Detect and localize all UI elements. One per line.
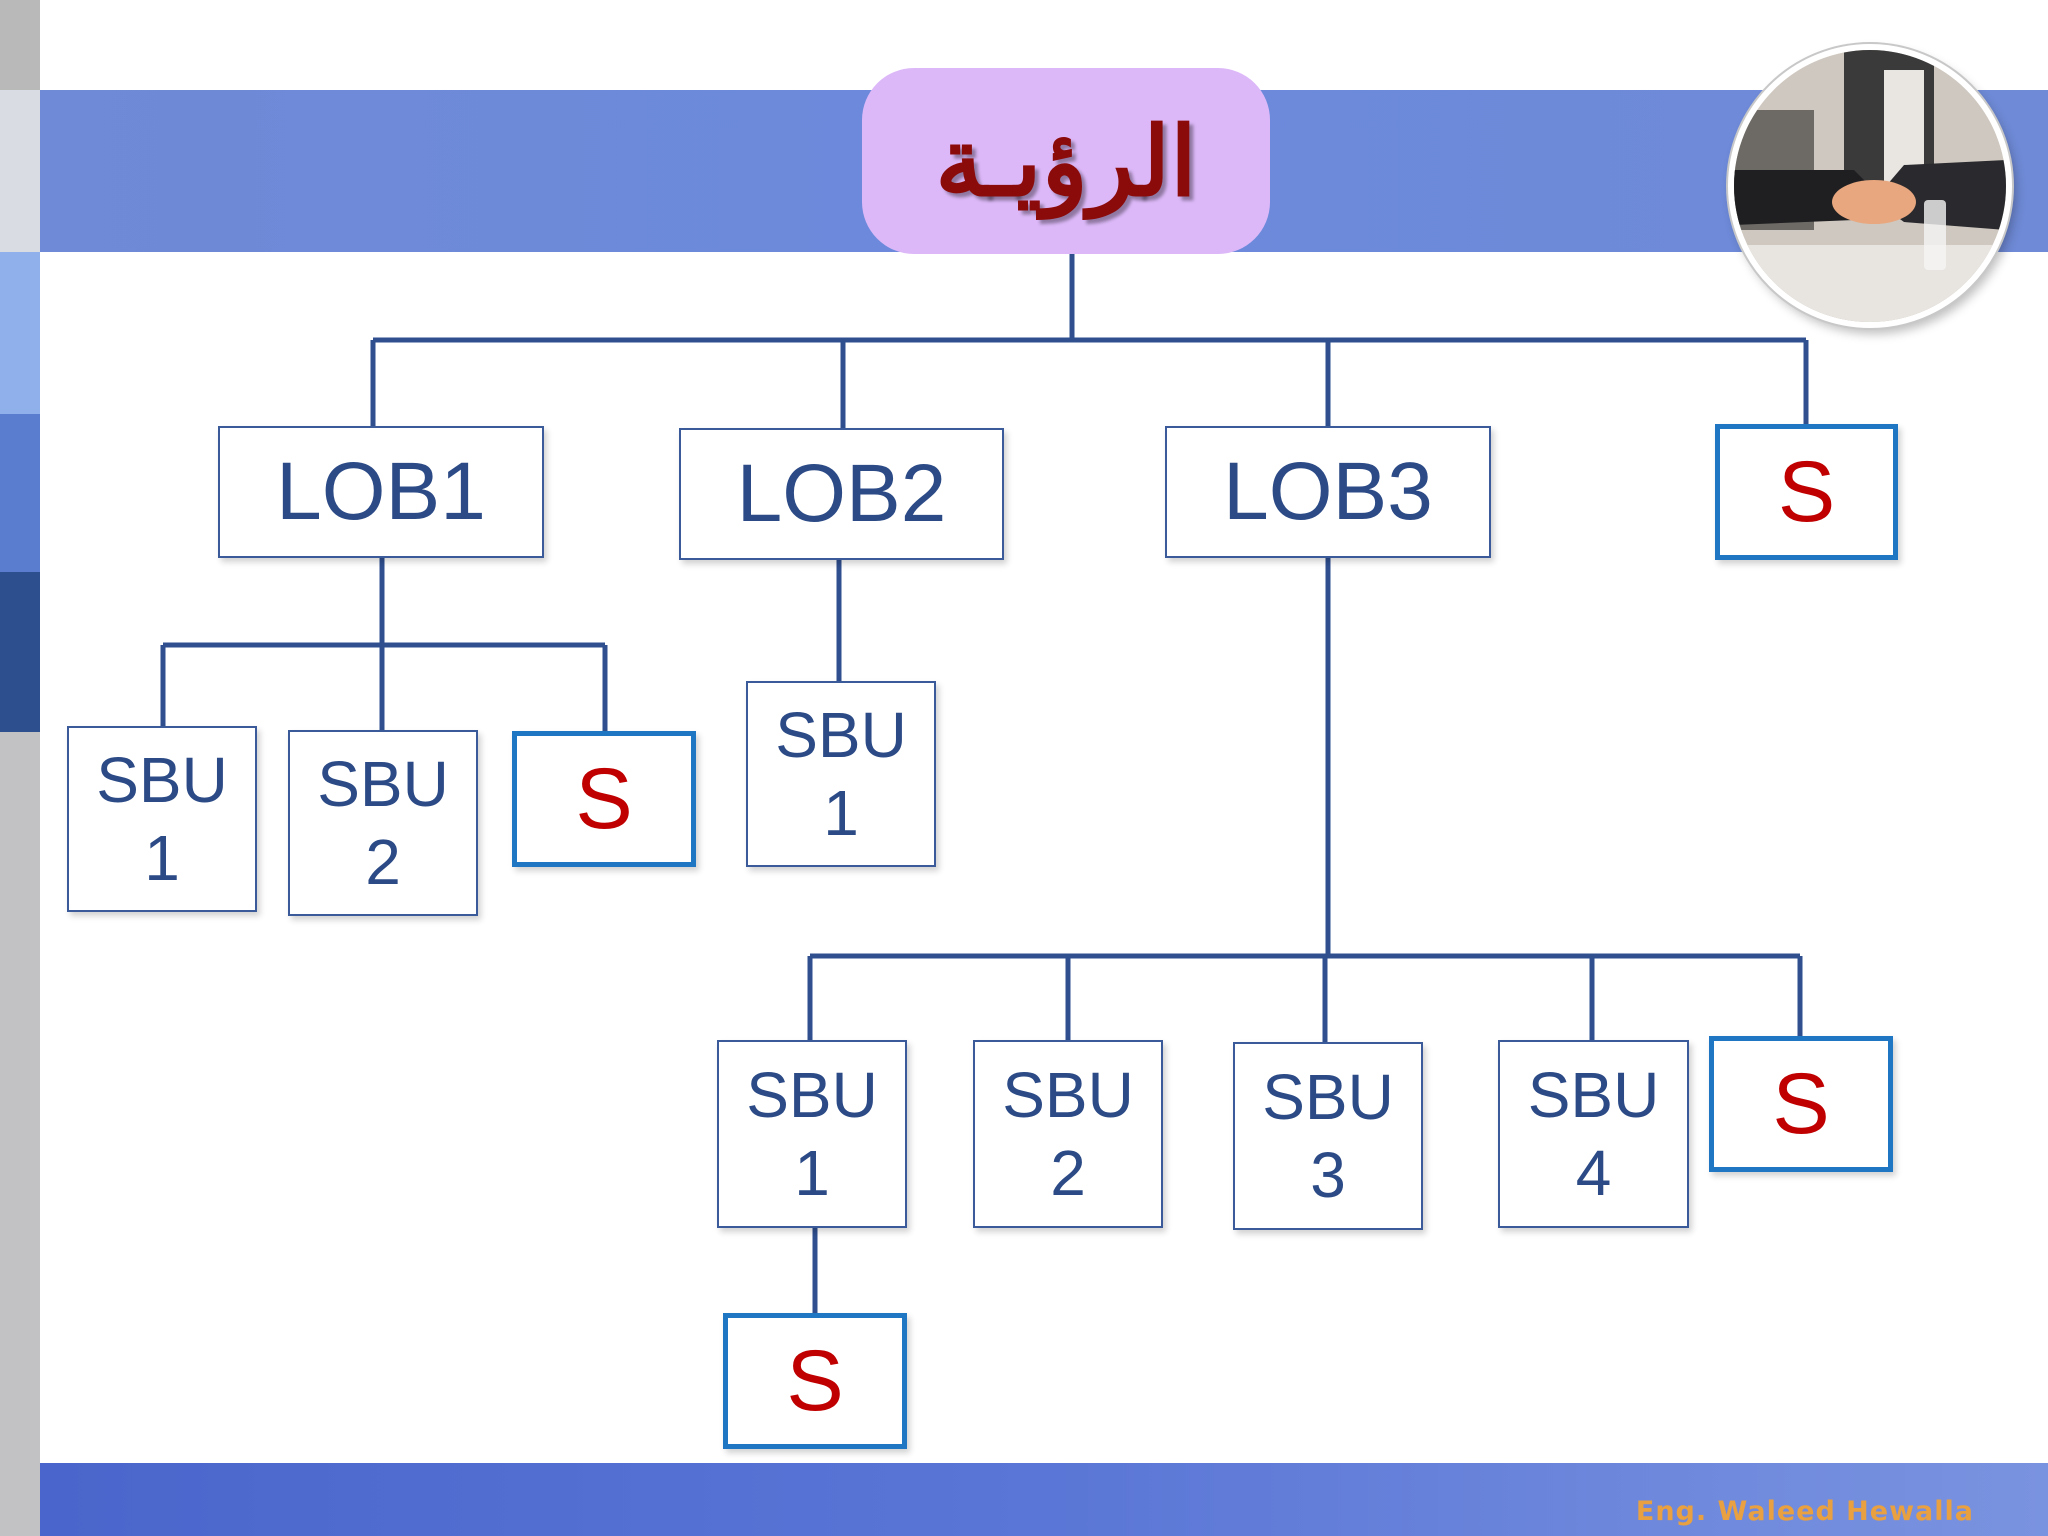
node-label: S [1777,443,1836,540]
node-label-line2: 3 [1310,1139,1346,1211]
side-strip-segment [0,572,40,732]
node-label-line2: 1 [794,1137,830,1209]
side-strip-segment [0,0,40,90]
org-node-s: S [1715,424,1898,560]
node-label-line1: SBU [1262,1060,1394,1133]
node-label-line1: SBU [746,1058,878,1131]
footer-band [40,1463,2048,1536]
side-strip-segment [0,732,40,1536]
org-node-sbu: SBU 1 [717,1040,907,1228]
org-node-sbu: SBU 1 [746,681,936,867]
node-label: S [1772,1055,1830,1152]
node-label-line2: 2 [1050,1137,1086,1209]
org-node-lob1: LOB1 [218,426,544,558]
handshake-icon [1734,50,2006,322]
org-node-sbu: SBU 2 [973,1040,1163,1228]
node-label-line2: 2 [365,826,401,898]
node-label: LOB2 [736,448,947,539]
handshake-photo [1728,44,2012,328]
node-label: LOB3 [1223,446,1433,537]
node-label-line1: SBU [1527,1058,1660,1131]
node-label: LOB1 [276,446,486,537]
side-strip-segment [0,90,40,252]
org-node-lob2: LOB2 [679,428,1004,560]
node-label-line1: SBU [1002,1058,1134,1131]
org-node-s: S [723,1313,907,1449]
org-node-sbu: SBU 1 [67,726,257,912]
org-node-sbu: SBU 4 [1498,1040,1689,1228]
node-label-line2: 1 [823,777,859,849]
side-strip-segment [0,252,40,414]
author-credit: Eng. Waleed Hewalla [1635,1496,1974,1527]
org-node-s: S [512,731,696,867]
node-label-line2: 4 [1575,1137,1612,1209]
vision-title: الرؤيـة [935,104,1197,218]
org-node-lob3: LOB3 [1165,426,1491,558]
node-label: S [575,750,633,847]
vision-title-box: الرؤيـة [862,68,1270,254]
node-label-line1: SBU [317,747,449,820]
org-node-s: S [1709,1036,1893,1172]
node-label-line1: SBU [775,698,907,771]
org-node-sbu: SBU 2 [288,730,478,916]
side-strip-segment [0,414,40,572]
node-label: S [786,1332,844,1429]
node-label-line2: 1 [144,822,180,894]
node-label-line1: SBU [96,743,228,816]
org-node-sbu: SBU 3 [1233,1042,1423,1230]
